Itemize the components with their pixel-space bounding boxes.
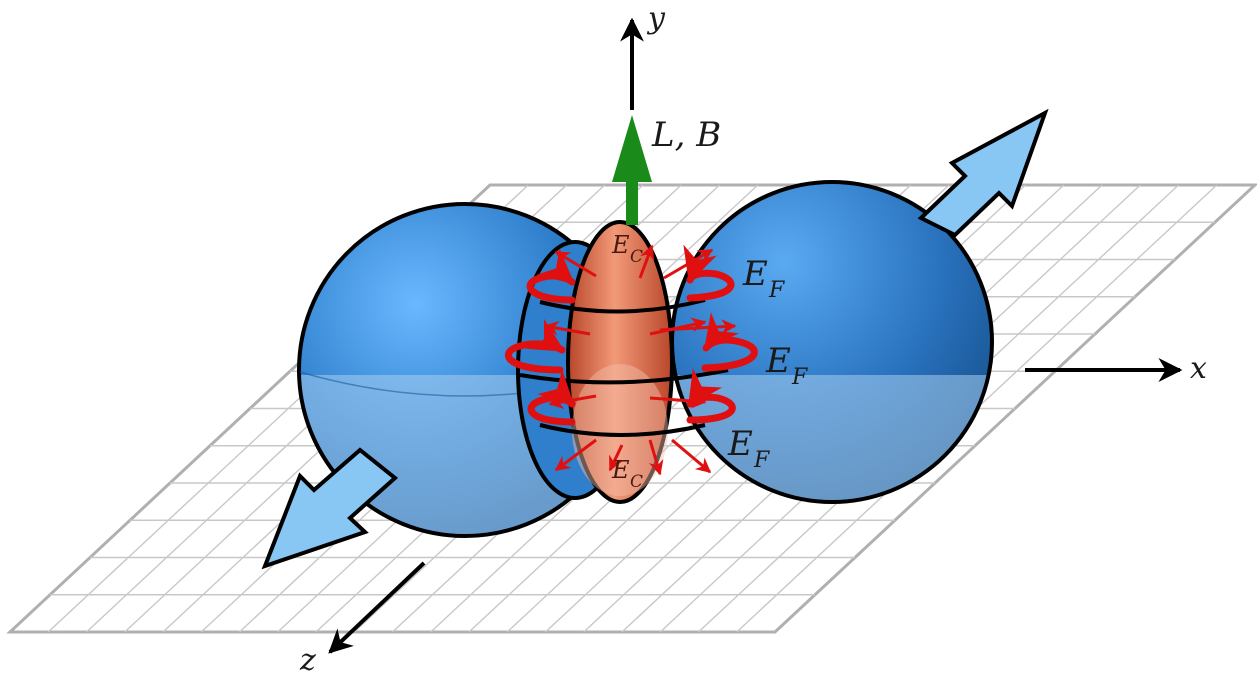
ef-subscript-bottom: F [753, 448, 770, 473]
curl-arrow-tr [683, 244, 735, 302]
radial-e-arrow [608, 444, 624, 472]
angular-momentum-arrow [612, 115, 652, 225]
ef-symbol-top: E [742, 254, 768, 294]
radial-e-arrow [659, 319, 737, 335]
y-axis-label: y [646, 1, 666, 36]
radial-e-arrow [543, 320, 591, 336]
ec-subscript-bottom: C [630, 472, 643, 492]
ec-label-top: E C [611, 231, 643, 267]
radial-e-arrow [671, 438, 712, 474]
ef-label-top: E F [742, 254, 785, 303]
z-axis-label: z [299, 643, 316, 675]
curl-arrow-tl [526, 248, 576, 304]
ef-subscript-top: F [768, 278, 785, 303]
l-b-label: L, B [651, 115, 721, 155]
motion-arrow-right [917, 108, 1049, 238]
radial-e-arrow [554, 438, 597, 472]
ec-symbol-bottom: E [611, 456, 630, 484]
radial-e-arrow [638, 244, 655, 279]
x-axis-label: x [1190, 351, 1207, 386]
ef-label-bottom: E F [727, 424, 770, 473]
field-loop-bottom [539, 423, 706, 437]
ec-label-bottom: E C [611, 456, 643, 492]
radial-e-arrow [554, 250, 597, 278]
motion-arrow-left [261, 447, 399, 570]
field-loop-top [539, 298, 706, 314]
ef-symbol-bottom: E [727, 424, 753, 464]
axes [328, 17, 1183, 654]
radial-e-arrow [648, 439, 664, 476]
radial-e-arrow [663, 248, 714, 280]
ec-subscript-top: C [630, 247, 643, 267]
radial-e-arrows [543, 244, 737, 476]
ec-symbol-top: E [611, 231, 630, 259]
ef-symbol-middle: E [765, 341, 791, 381]
ef-label-middle: E F [765, 341, 808, 390]
radial-e-arrow [548, 394, 597, 410]
right-sphere [670, 180, 994, 504]
curl-arrow-mr [701, 312, 758, 372]
curl-arrow-ml [505, 318, 566, 374]
ef-subscript-middle: F [791, 365, 808, 390]
z-axis [328, 561, 426, 654]
radial-e-arrow [649, 393, 707, 409]
